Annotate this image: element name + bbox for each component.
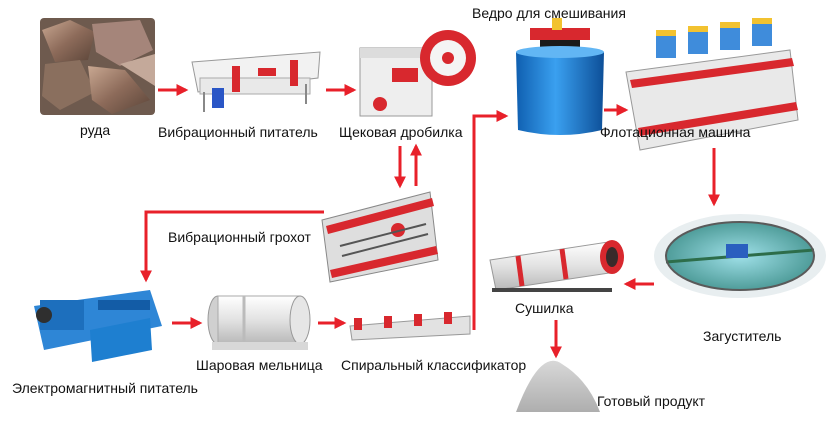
ore-image — [40, 18, 155, 115]
label-flotation-machine: Флотационная машина — [600, 124, 751, 140]
mixing-tank-image — [516, 18, 604, 135]
arrow-classifier-to-tank — [472, 110, 509, 330]
label-vibrating-feeder: Вибрационный питатель — [158, 124, 318, 140]
electromagnetic-feeder-image — [34, 290, 162, 362]
label-electromagnetic-feeder: Электромагнитный питатель — [12, 380, 198, 396]
thickener-image — [654, 214, 826, 298]
label-ball-mill: Шаровая мельница — [196, 357, 323, 373]
product-pile-image — [516, 360, 600, 412]
vibrating-feeder-image — [191, 51, 321, 112]
ball-mill-image — [207, 295, 311, 350]
label-mixing-tank: Ведро для смешивания — [472, 5, 626, 21]
flotation-machine-image — [625, 18, 799, 151]
label-thickener: Загуститель — [703, 328, 782, 344]
jaw-crusher-image — [359, 30, 476, 117]
label-jaw-crusher: Щековая дробилка — [339, 124, 463, 140]
label-vibrating-screen: Вибрационный грохот — [168, 229, 311, 245]
flow-arrows — [140, 84, 720, 359]
vibrating-screen-image — [321, 191, 439, 283]
spiral-classifier-image — [349, 312, 471, 341]
arrow-screen-to-em-feeder — [140, 210, 324, 283]
label-spiral-classifier: Спиральный классификатор — [341, 357, 527, 373]
label-final-product: Готовый продукт — [597, 393, 706, 409]
label-dryer: Сушилка — [515, 300, 574, 316]
dryer-image — [489, 240, 624, 292]
label-ore: руда — [80, 122, 111, 138]
